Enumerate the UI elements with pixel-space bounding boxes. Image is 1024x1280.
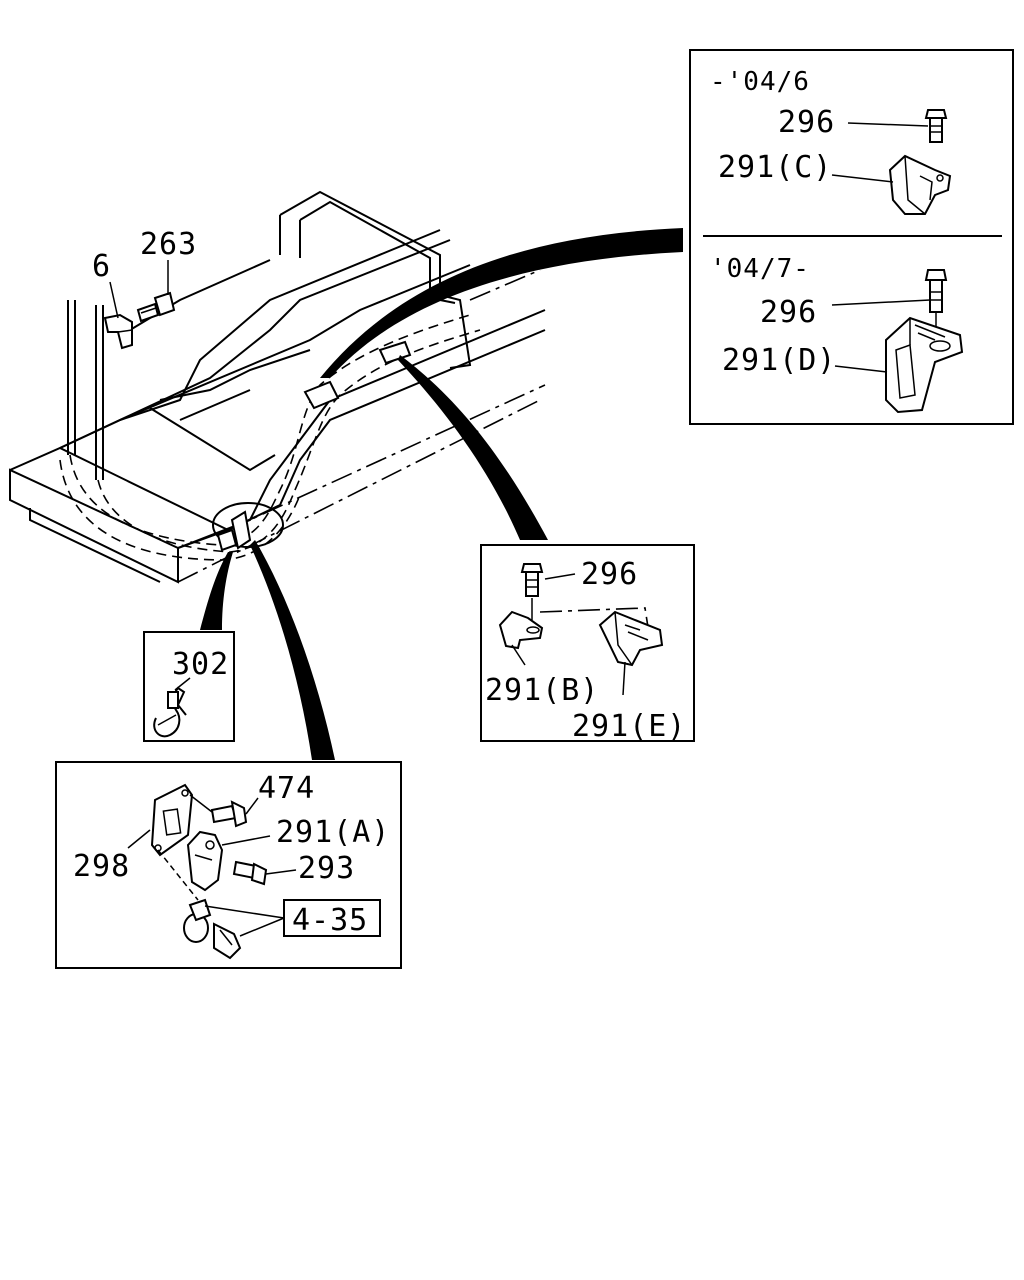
callout-296-b: 296 [581, 557, 638, 592]
period-from-label: '04/7- [710, 254, 810, 284]
callout-298: 298 [73, 849, 130, 884]
clip-291-e-icon [598, 610, 664, 667]
reference-box-4-35 [283, 899, 381, 937]
clamp-291-a-icon [186, 830, 224, 892]
callout-291-a: 291(A) [276, 815, 390, 850]
frame-assembly-icon [9, 190, 546, 584]
bolt-296-d-icon [924, 269, 948, 335]
bolt-474-icon [210, 800, 248, 828]
callout-293: 293 [298, 851, 355, 886]
clip-291-b-icon [498, 610, 544, 650]
pointer-to-291be [398, 355, 548, 540]
callout-296-d: 296 [760, 295, 817, 330]
callout-263: 263 [140, 227, 197, 262]
cable-tie-icon [303, 340, 412, 410]
callout-291-e: 291(E) [572, 709, 686, 744]
clip-291-d-icon [885, 316, 964, 414]
pointer-to-291cd [320, 228, 683, 378]
callout-6: 6 [92, 249, 111, 284]
bolt-293-icon [232, 860, 268, 886]
period-until-label: -'04/6 [710, 67, 810, 97]
callout-291-c: 291(C) [718, 150, 832, 185]
cable-tie-302-icon [153, 686, 187, 738]
bolt-296-c-icon [924, 109, 948, 143]
bolt-4-35-icon [213, 922, 242, 960]
collar-4-35-icon [183, 898, 212, 943]
pointer-to-302 [200, 552, 233, 630]
callout-302: 302 [172, 647, 229, 682]
callout-296-c: 296 [778, 105, 835, 140]
callout-474: 474 [258, 771, 315, 806]
callout-4-35: 4-35 [292, 903, 368, 938]
bolt-263-icon [136, 291, 176, 323]
clip-291-c-icon [888, 154, 952, 215]
callout-291-b: 291(B) [485, 673, 599, 708]
callout-291-d: 291(D) [722, 343, 836, 378]
bracket-298-icon [150, 783, 194, 857]
pointer-to-291a [250, 540, 335, 760]
bolt-296-b-icon [520, 563, 544, 597]
clip-6-icon [103, 313, 133, 350]
